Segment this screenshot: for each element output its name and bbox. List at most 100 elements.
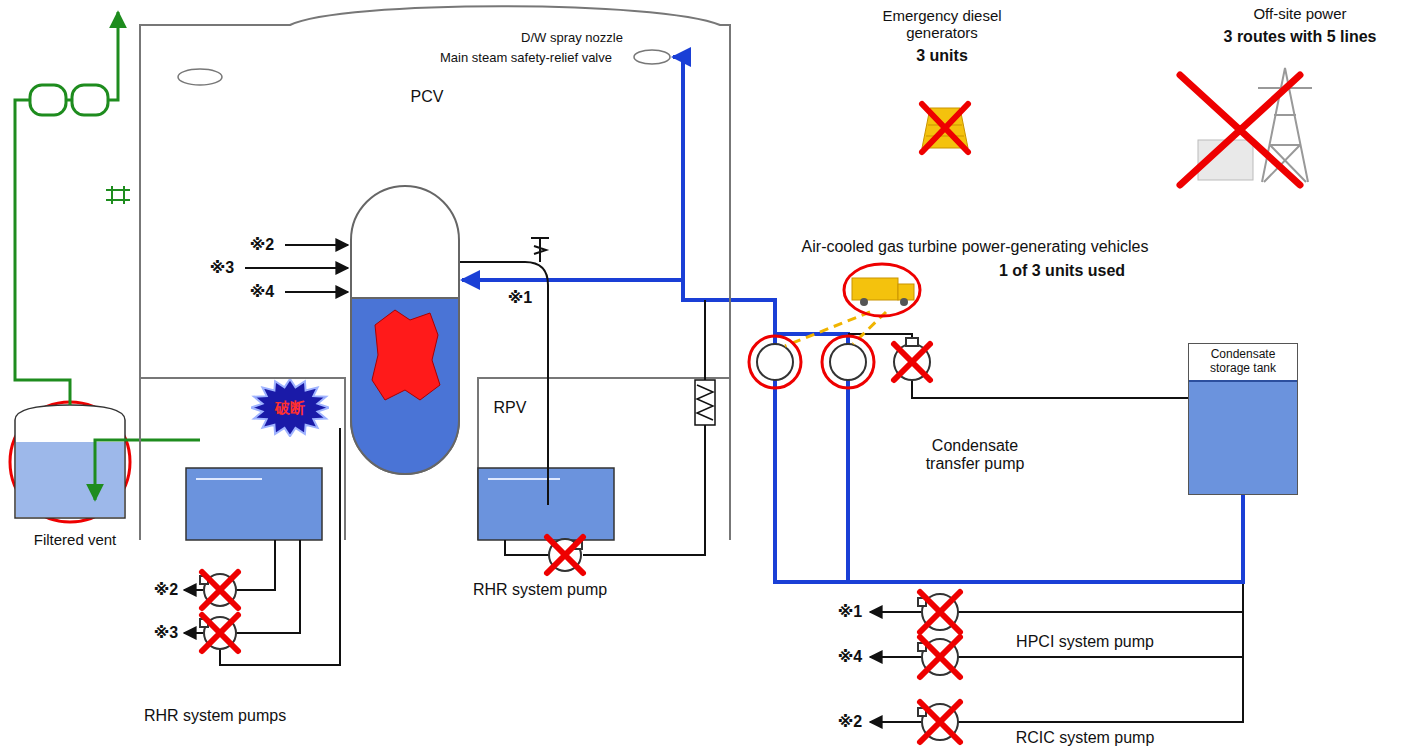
eccs-arrows bbox=[870, 721, 922, 723]
callout-number: ※2 bbox=[250, 236, 274, 254]
gas-turbine-vehicle bbox=[785, 312, 870, 346]
callout-number: ※4 bbox=[838, 648, 862, 666]
label-holder: Off-site power bbox=[1253, 5, 1346, 22]
rhr-piping bbox=[236, 540, 300, 633]
rhr-arrows bbox=[184, 632, 203, 634]
part-label: HPCI system pump bbox=[1016, 633, 1154, 651]
red-highlight bbox=[10, 402, 130, 522]
coolant-water bbox=[351, 298, 459, 474]
label-holder: 1 of 3 units used bbox=[999, 262, 1125, 280]
node-label: PCV bbox=[411, 88, 444, 106]
label-holder: RHR system pumps bbox=[144, 707, 286, 725]
part-label: RHR system pumps bbox=[144, 707, 286, 725]
break-burst: 破断 bbox=[251, 379, 329, 436]
gas-turbine-vehicle bbox=[898, 284, 914, 300]
part-label: 3 routes with 5 lines bbox=[1224, 28, 1377, 46]
pcv-outline bbox=[140, 6, 730, 540]
label-holder: Air-cooled gas turbine power-generating … bbox=[802, 238, 1149, 256]
gas-turbine-vehicle bbox=[852, 278, 898, 300]
transfer-line bbox=[958, 584, 1243, 722]
gas-turbine-vehicle bbox=[860, 298, 868, 306]
pump-symbol bbox=[200, 338, 958, 740]
failure-cross bbox=[202, 615, 238, 651]
filtered-vent bbox=[95, 440, 200, 500]
callout-number: ※1 bbox=[508, 289, 532, 307]
label-holder: Condensate transfer pump bbox=[910, 437, 1040, 474]
pcv-floors bbox=[140, 378, 345, 540]
label-holder: Filtered vent bbox=[34, 531, 117, 548]
water-injection-line bbox=[462, 280, 1243, 582]
label-holder: ※4 bbox=[250, 283, 274, 301]
pump-symbol bbox=[894, 344, 930, 380]
part-label: RCIC system pump bbox=[1016, 729, 1155, 747]
eccs-arrows bbox=[870, 656, 922, 658]
part-label: Off-site power bbox=[1253, 5, 1346, 22]
gas-turbine-vehicle bbox=[844, 264, 920, 316]
tank-water bbox=[1189, 380, 1297, 494]
part-label: Air-cooled gas turbine power-generating … bbox=[802, 238, 1149, 256]
filtered-vent bbox=[15, 100, 70, 405]
part-label: D/W spray nozzle bbox=[521, 31, 623, 46]
reactor-vessel-holder: RPV bbox=[494, 399, 527, 417]
part-label: Main steam safety-relief valve bbox=[440, 51, 612, 66]
label-holder: ※3 bbox=[154, 624, 178, 642]
rhr-arrows bbox=[184, 589, 203, 591]
callout-number: ※1 bbox=[838, 603, 862, 621]
pump-symbol bbox=[830, 344, 866, 380]
eccs-arrows bbox=[870, 611, 922, 613]
transmission-tower-icon bbox=[1180, 68, 1312, 185]
failure-cross bbox=[920, 637, 960, 677]
label-holder: HPCI system pump bbox=[1016, 633, 1154, 651]
filtered-vent bbox=[16, 442, 124, 517]
spray-line bbox=[673, 57, 683, 300]
failure-cross bbox=[920, 702, 960, 742]
suppression-pool bbox=[196, 478, 262, 480]
gas-turbine-vehicle bbox=[900, 298, 908, 306]
transfer-line bbox=[958, 611, 1243, 613]
pcv-hatch bbox=[634, 50, 670, 64]
suppression-pool bbox=[478, 468, 614, 540]
label-holder: 3 routes with 5 lines bbox=[1224, 28, 1377, 46]
label-holder: Emergency diesel generators bbox=[867, 7, 1017, 42]
eccs-arrows bbox=[870, 612, 922, 722]
transfer-line bbox=[848, 334, 1243, 722]
filtered-vent bbox=[15, 12, 200, 518]
label-holder: RCIC system pump bbox=[1016, 729, 1155, 747]
failure-cross bbox=[894, 344, 930, 380]
main-steam-line bbox=[459, 238, 549, 505]
heat-exchanger bbox=[695, 380, 715, 425]
vessel-shape bbox=[351, 186, 459, 474]
failure-cross bbox=[920, 592, 960, 632]
suppression-pool bbox=[488, 478, 560, 480]
filtered-vent bbox=[15, 405, 125, 518]
transfer-line bbox=[912, 380, 1188, 398]
part-label: 1 of 3 units used bbox=[999, 262, 1125, 280]
spray-line bbox=[846, 380, 850, 582]
transmission-tower-icon bbox=[1180, 75, 1300, 185]
burst-holder: 破断 bbox=[251, 379, 329, 436]
burst-shape bbox=[251, 379, 329, 436]
part-label: Emergency diesel generators bbox=[867, 7, 1017, 42]
red-highlight bbox=[749, 336, 801, 388]
injection-arrows bbox=[285, 291, 348, 293]
label-holder: Main steam safety-relief valve bbox=[440, 51, 612, 66]
heat-exchanger bbox=[695, 380, 715, 425]
label-holder: ※2 bbox=[154, 581, 178, 599]
callout-number: ※3 bbox=[154, 624, 178, 642]
injection-arrows bbox=[245, 267, 348, 269]
red-highlight bbox=[822, 336, 874, 388]
label-holder: D/W spray nozzle bbox=[521, 31, 623, 46]
suppression-pool bbox=[186, 468, 322, 540]
part-label: Condensate transfer pump bbox=[910, 437, 1040, 474]
callout-number: ※2 bbox=[154, 581, 178, 599]
pcv-floors bbox=[478, 378, 730, 540]
pcv-hatch bbox=[178, 50, 670, 85]
failure-cross bbox=[547, 537, 583, 573]
part-label: Filtered vent bbox=[34, 531, 117, 548]
node-label: RPV bbox=[494, 399, 527, 417]
part-label: RHR system pump bbox=[473, 581, 607, 599]
heat-exchanger bbox=[697, 385, 713, 420]
label-holder: 3 units bbox=[916, 47, 968, 65]
storage-tank: Condensate storage tank bbox=[1188, 343, 1298, 495]
callout-number: ※3 bbox=[210, 259, 234, 277]
